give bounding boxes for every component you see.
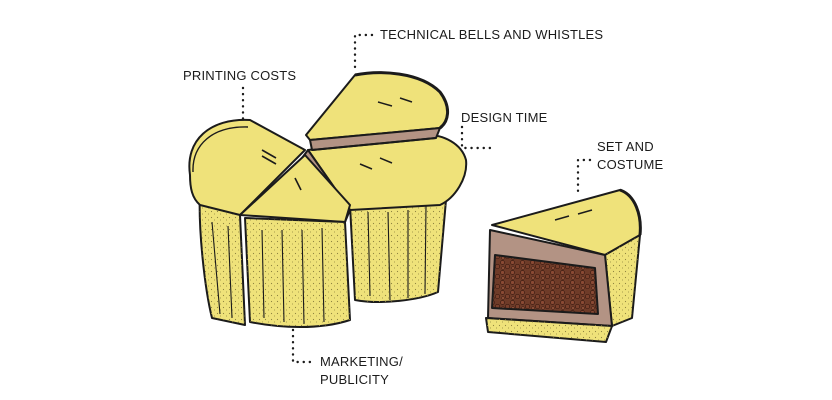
label-design-time-text: DESIGN TIME	[461, 110, 548, 125]
leader-design	[460, 125, 497, 150]
label-printing-costs: PRINTING COSTS	[183, 67, 296, 85]
label-marketing-line2: PUBLICITY	[320, 372, 389, 387]
label-technical-text: TECHNICAL BELLS AND WHISTLES	[380, 27, 604, 42]
leader-lines	[241, 33, 592, 364]
leader-marketing	[291, 328, 314, 364]
main-pie	[188, 118, 468, 328]
label-set-costume: SET AND COSTUME	[597, 138, 663, 174]
leader-set	[576, 158, 592, 194]
label-design-time: DESIGN TIME	[461, 109, 547, 127]
label-printing-costs-text: PRINTING COSTS	[183, 68, 297, 83]
label-marketing-line1: MARKETING/	[320, 354, 403, 369]
label-set-line1: SET AND	[597, 139, 654, 154]
technical-slice	[305, 71, 449, 151]
set-costume-slice	[485, 188, 642, 343]
label-set-line2: COSTUME	[597, 157, 664, 172]
leader-technical	[353, 33, 374, 72]
label-technical: TECHNICAL BELLS AND WHISTLES	[380, 26, 603, 44]
label-marketing: MARKETING/ PUBLICITY	[320, 353, 403, 389]
